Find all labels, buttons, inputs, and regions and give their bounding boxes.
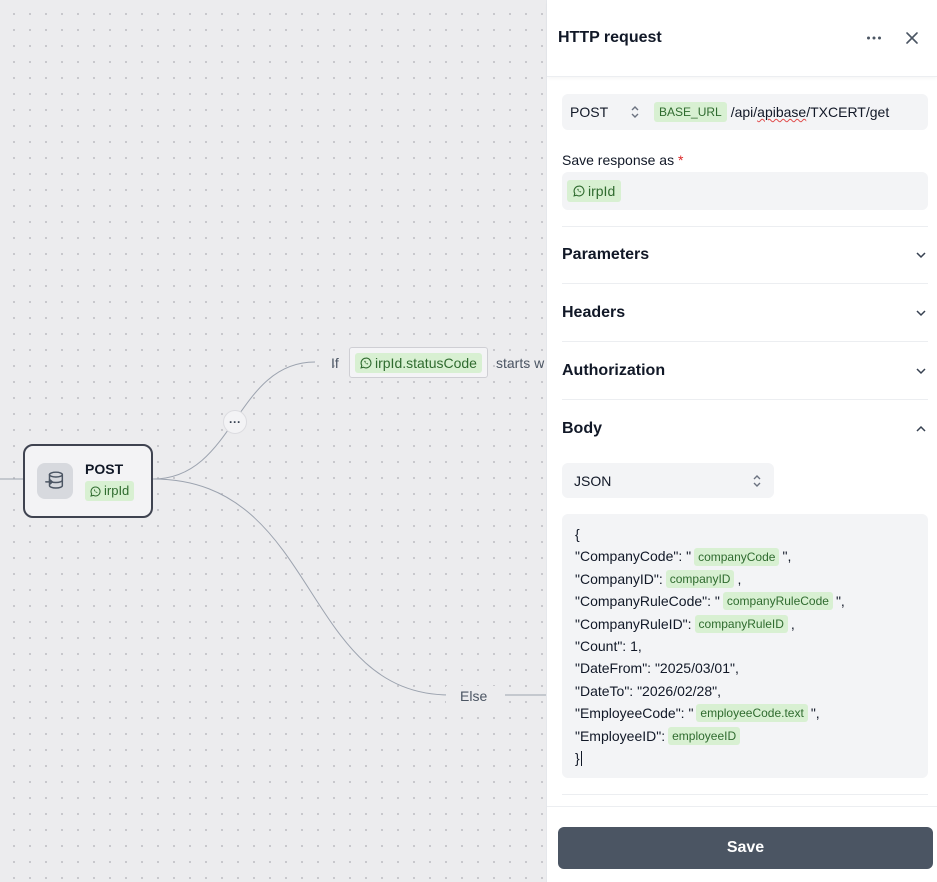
- section-authorization[interactable]: Authorization: [562, 342, 928, 400]
- condition-box[interactable]: irpId.statusCode: [349, 347, 488, 378]
- edge-else: [152, 478, 451, 696]
- code-text: ",: [782, 548, 792, 565]
- variable-chip: companyCode: [694, 547, 780, 566]
- chevron-up-down-icon: [631, 106, 639, 118]
- panel-footer: Save: [547, 806, 937, 882]
- body-format-value: JSON: [574, 472, 612, 489]
- code-line: "CompanyID":companyID,: [575, 568, 915, 590]
- variable-chip: companyRuleCode: [722, 592, 833, 611]
- section-headers[interactable]: Headers: [562, 284, 928, 342]
- code-text: "Count": 1,: [575, 637, 642, 654]
- divider: [562, 794, 928, 796]
- method-select[interactable]: POST: [562, 104, 648, 120]
- more-options-button[interactable]: [860, 24, 888, 52]
- if-label: If: [331, 355, 339, 371]
- base-url-chip: BASE_URL: [654, 102, 727, 122]
- node-variable-chip: irpId: [85, 481, 135, 501]
- url-path-prefix: /api/: [730, 104, 758, 120]
- section-body-label: Body: [562, 420, 602, 437]
- whatsapp-icon: [90, 486, 101, 497]
- code-line: "DateFrom": "2025/03/01",: [575, 657, 915, 679]
- code-text: ,: [790, 615, 795, 632]
- post-node[interactable]: POST irpId: [23, 444, 153, 518]
- condition-variable-chip: irpId.statusCode: [355, 352, 482, 373]
- whatsapp-icon: [360, 357, 372, 369]
- save-response-input[interactable]: irpId: [562, 172, 928, 210]
- code-text: "DateTo": "2026/02/28",: [575, 682, 721, 699]
- section-parameters[interactable]: Parameters: [562, 226, 928, 284]
- code-text: "EmployeeCode": ": [575, 705, 694, 722]
- code-line: "CompanyRuleID":companyRuleID,: [575, 613, 915, 635]
- edges: [0, 361, 546, 696]
- section-headers-label: Headers: [562, 303, 626, 321]
- code-text: }: [575, 749, 580, 766]
- whatsapp-icon: [573, 185, 585, 197]
- save-response-label: Save response as *: [562, 152, 684, 168]
- text-caret: [580, 750, 582, 766]
- close-button[interactable]: [898, 24, 926, 52]
- url-path-word: apibase: [757, 104, 807, 120]
- close-icon: [906, 32, 918, 44]
- condition-operator: starts w: [496, 355, 545, 371]
- database-icon: [37, 463, 73, 499]
- chevron-down-icon: [916, 252, 926, 259]
- panel-title: HTTP request: [558, 29, 662, 46]
- code-text: ",: [810, 705, 820, 722]
- code-line: "CompanyCode": "companyCode",: [575, 545, 915, 567]
- method-value: POST: [570, 104, 609, 120]
- chevron-up-down-icon: [753, 474, 761, 487]
- node-title: POST: [85, 461, 124, 477]
- variable-chip: employeeID: [668, 726, 741, 745]
- panel-header: HTTP request: [547, 0, 937, 77]
- chevron-up-icon: [916, 425, 926, 432]
- variable-chip: companyRuleID: [694, 614, 788, 633]
- code-line: "DateTo": "2026/02/28",: [575, 680, 915, 702]
- url-input[interactable]: BASE_URL /api/apibase/TXCERT/get: [648, 102, 889, 122]
- variable-chip: employeeCode.text: [696, 704, 808, 723]
- node-variable-text: irpId: [104, 483, 130, 498]
- code-text: "CompanyRuleID":: [575, 615, 692, 632]
- save-response-chip: irpId: [567, 180, 622, 202]
- code-line: "Count": 1,: [575, 635, 915, 657]
- http-request-panel: HTTP request POST BASE_URL /api/apibase/…: [546, 0, 937, 882]
- variable-chip: companyID: [665, 569, 735, 588]
- save-button[interactable]: Save: [558, 827, 933, 869]
- code-text: "EmployeeID":: [575, 727, 666, 744]
- chevron-down-icon: [916, 309, 926, 316]
- code-line: "EmployeeCode": "employeeCode.text",: [575, 702, 915, 724]
- code-line: "EmployeeID":employeeID: [575, 725, 915, 747]
- section-parameters-label: Parameters: [562, 246, 650, 263]
- chevron-down-icon: [916, 367, 926, 374]
- code-line: "CompanyRuleCode": "companyRuleCode",: [575, 590, 915, 612]
- add-branch-button[interactable]: ···: [223, 410, 247, 434]
- more-horizontal-icon: [867, 36, 881, 40]
- else-label: Else: [446, 686, 502, 706]
- code-text: ",: [835, 593, 845, 610]
- url-path-suffix: /TXCERT/get: [806, 104, 890, 120]
- body-format-select[interactable]: JSON: [562, 463, 774, 498]
- code-text: "CompanyCode": ": [575, 548, 692, 565]
- code-text: ,: [737, 570, 742, 587]
- code-text: "CompanyID":: [575, 570, 663, 587]
- request-url-row: POST BASE_URL /api/apibase/TXCERT/get: [562, 94, 928, 130]
- code-text: "DateFrom": "2025/03/01",: [575, 660, 739, 677]
- code-line: }: [575, 747, 915, 769]
- save-response-value: irpId: [588, 183, 616, 199]
- body-editor[interactable]: {"CompanyCode": "companyCode","CompanyID…: [562, 514, 928, 779]
- condition-variable-text: irpId.statusCode: [375, 354, 477, 371]
- code-text: "CompanyRuleCode": ": [575, 593, 720, 610]
- workflow-canvas[interactable]: POST irpId ··· If irpId.statusCode start…: [0, 0, 546, 882]
- code-line: {: [575, 523, 915, 545]
- required-marker: *: [677, 152, 684, 168]
- code-text: {: [575, 526, 580, 542]
- more-horizontal-icon: ···: [229, 415, 241, 429]
- section-body[interactable]: Body: [562, 400, 928, 458]
- section-authorization-label: Authorization: [562, 361, 666, 379]
